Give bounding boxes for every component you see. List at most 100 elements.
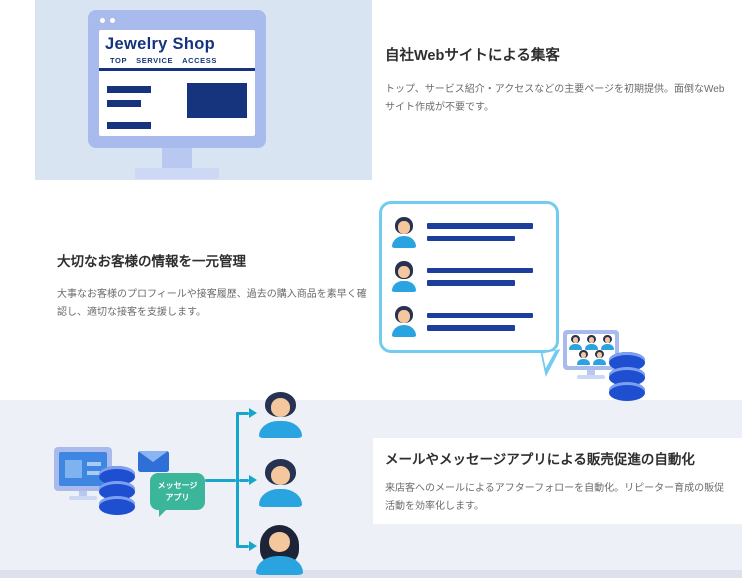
person-icon <box>569 335 582 350</box>
monitor-stand-neck <box>587 370 595 375</box>
person-body <box>585 344 598 350</box>
nav-item-access: ACCESS <box>182 56 217 65</box>
feature-title: 自社Webサイトによる集客 <box>385 48 560 64</box>
message-app-label-line2: アプリ <box>165 492 190 502</box>
person-face <box>604 337 611 344</box>
arrow-line <box>236 545 249 548</box>
arrow-head-icon <box>249 541 257 551</box>
person-face <box>572 337 579 344</box>
person-icon <box>391 216 417 248</box>
monitor-stand-neck <box>162 148 192 168</box>
customer-info-lines <box>427 223 533 242</box>
db-disk <box>99 466 135 486</box>
text-placeholder-bar <box>107 86 151 93</box>
feature-title: メールやメッセージアプリによる販売促進の自動化 <box>385 452 695 467</box>
arrow-head-icon <box>249 408 257 418</box>
person-face <box>398 310 410 323</box>
site-logo-text: Jewelry Shop <box>105 35 215 53</box>
person-icon <box>577 350 590 365</box>
person-body <box>391 236 417 248</box>
arrow-line <box>205 479 236 482</box>
person-body <box>569 344 582 350</box>
feature-description: 大事なお客様のプロフィールや接客履歴、過去の購入商品を素早く確認し、適切な接客を… <box>57 289 367 318</box>
monitor-stand-base <box>69 496 97 500</box>
database-cylinder-icon <box>609 352 645 401</box>
text-line-bar <box>427 223 533 229</box>
person-body <box>258 488 303 507</box>
nav-item-top: TOP <box>110 56 128 65</box>
site-nav: TOP SERVICE ACCESS <box>110 56 255 65</box>
arrow-head-icon <box>249 475 257 485</box>
envelope-icon <box>138 451 169 472</box>
shop-screen <box>59 452 107 486</box>
person-body <box>258 420 303 438</box>
promotion-text-panel <box>373 438 742 524</box>
image-placeholder-block <box>187 83 247 118</box>
text-line-bar <box>427 267 533 274</box>
person-body <box>593 359 606 365</box>
person-icon <box>601 335 614 350</box>
customer-row <box>391 261 547 293</box>
customer-info-lines <box>427 267 533 286</box>
person-icon <box>585 335 598 350</box>
arrow-trunk-line <box>236 412 239 548</box>
window-dot-icon <box>100 18 105 23</box>
person-face <box>580 352 587 359</box>
person-face <box>270 465 291 485</box>
db-disk <box>609 366 645 387</box>
screen-text-bar <box>87 471 101 475</box>
text-line-bar <box>427 325 515 331</box>
footer-strip <box>0 570 742 578</box>
person-face <box>398 265 410 279</box>
bubble-tail-inner <box>542 350 559 369</box>
text-placeholder-bar <box>107 122 151 129</box>
monitor-stand-neck <box>79 491 87 496</box>
feature-promotion-automation: メールやメッセージアプリによる販売促進の自動化 来店客へのメールによるアフターフ… <box>385 448 725 515</box>
person-face <box>270 398 291 417</box>
web-section-text-bg <box>372 0 742 180</box>
person-face <box>596 352 603 359</box>
db-disk <box>99 480 135 501</box>
customer-avatar <box>255 525 304 575</box>
customer-row <box>391 306 547 338</box>
person-icon <box>593 350 606 365</box>
customer-avatar <box>258 459 303 507</box>
window-dot-icon <box>110 18 115 23</box>
monitor-stand-base <box>135 168 219 179</box>
arrow-line <box>239 479 249 482</box>
text-placeholder-bar <box>107 100 141 107</box>
customer-list-bubble <box>379 201 559 353</box>
crm-monitor-illustration <box>563 330 619 380</box>
person-icon <box>391 306 417 338</box>
db-disk <box>99 495 135 515</box>
feature-description: トップ、サービス紹介・アクセスなどの主要ページを初期提供。面倒なWebサイト作成… <box>385 84 725 113</box>
customer-row <box>391 216 547 248</box>
nav-item-service: SERVICE <box>136 56 174 65</box>
person-body <box>601 344 614 350</box>
feature-description: 来店客へのメールによるアフターフォローを自動化。リピーター育成の販促活動を効率化… <box>385 483 725 512</box>
person-face <box>268 532 291 552</box>
feature-title: 大切なお客様の情報を一元管理 <box>57 254 246 269</box>
text-line-bar <box>427 235 515 242</box>
feature-customer-management: 大切なお客様の情報を一元管理 大事なお客様のプロフィールや接客履歴、過去の購入商… <box>57 250 369 321</box>
db-disk <box>609 381 645 401</box>
feature-web-attraction: 自社Webサイトによる集客 トップ、サービス紹介・アクセスなどの主要ページを初期… <box>385 44 725 116</box>
person-face <box>588 337 595 344</box>
text-line-bar <box>427 312 533 319</box>
person-icon <box>391 261 417 293</box>
monitor-stand-base <box>577 375 605 379</box>
message-app-bubble: メッセージ アプリ <box>150 473 205 517</box>
message-app-label-line1: メッセージ <box>157 481 198 491</box>
browser-screen: Jewelry Shop TOP SERVICE ACCESS <box>99 30 255 136</box>
person-body <box>391 280 417 293</box>
screen-text-bar <box>87 462 101 466</box>
screen-image-block <box>65 460 82 478</box>
nav-divider <box>99 68 255 71</box>
monitor-frame: Jewelry Shop TOP SERVICE ACCESS <box>88 10 266 148</box>
database-cylinder-icon <box>99 466 135 515</box>
person-face <box>398 221 410 234</box>
monitor-frame <box>563 330 619 370</box>
db-disk <box>609 352 645 372</box>
customer-info-lines <box>427 312 533 331</box>
